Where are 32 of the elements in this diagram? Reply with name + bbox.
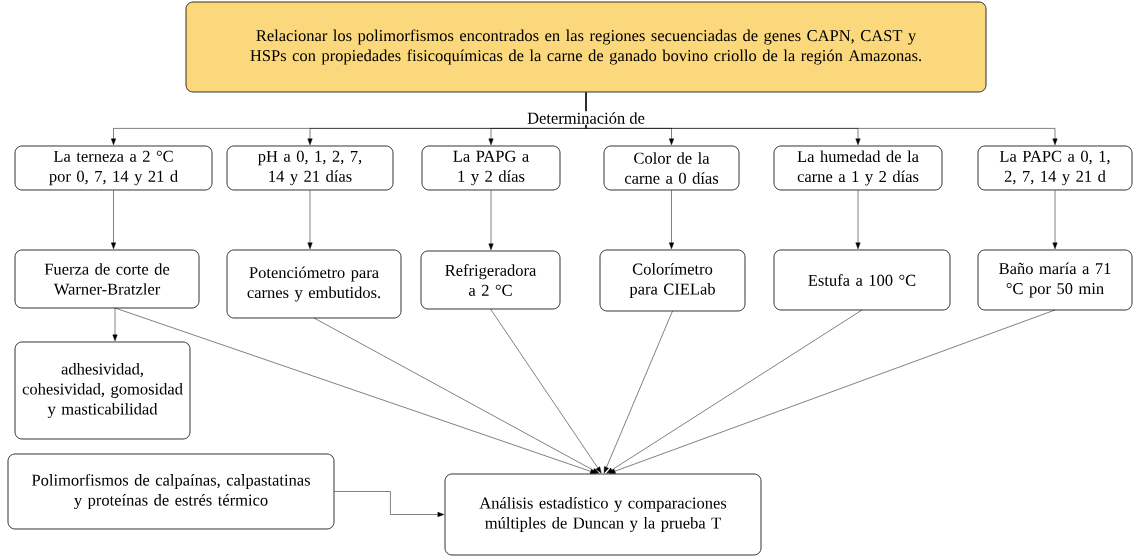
method-box: Colorímetro para CIELab: [599, 249, 746, 312]
arrow: [313, 317, 600, 474]
arrow: [608, 309, 1056, 474]
arrow: [114, 307, 597, 474]
arrow: [855, 190, 861, 250]
parameter-box: La terneza a 2 °C por 0, 7, 14 y 21 d: [14, 145, 213, 191]
parameter-box: La PAPC a 0, 1, 2, 7, 14 y 21 d: [977, 145, 1133, 191]
input-box: Polimorfismos de calpaínas, calpastatinas y proteínas de estrés térmico: [7, 453, 335, 530]
arrow: [490, 308, 602, 474]
arrow: [585, 92, 1058, 146]
parameter-box: Color de la carne a 0 días: [603, 145, 740, 191]
arrow: [1052, 190, 1058, 250]
method-box: Potenciómetro para carnes y embutidos.: [226, 249, 402, 319]
arrow: [334, 491, 445, 517]
parameter-box: La PAPG a 1 y 2 días: [421, 145, 561, 191]
arrow: [111, 190, 116, 250]
objective-box: Relacionar los polimorfismos encontrados en las regiones secuenciadas de genes CAPN, CAST y HSPs con propiedades fisicoquímicas de la carne de ganado bovino criollo de la región Amazonas.: [185, 1, 987, 93]
result-box: adhesividad, cohesividad, gomosidad y masticabilidad: [14, 341, 191, 440]
method-box: Fuerza de corte de Warner-Bratzler: [14, 249, 200, 309]
annotation-text: Determinación de: [526, 111, 646, 125]
parameter-box: La humedad de la carne a 1 y 2 días: [773, 145, 943, 191]
method-box: Estufa a 100 °C: [773, 249, 951, 311]
arrow: [669, 190, 674, 250]
arrow: [606, 309, 863, 474]
method-box: Refrigeradora a 2 °C: [420, 250, 561, 310]
arrow: [112, 308, 118, 342]
arrow: [307, 190, 313, 250]
arrow: [488, 190, 494, 251]
method-box: Baño maría a 71 °C por 50 min: [977, 249, 1133, 311]
analysis-box: Análisis estadístico y comparaciones múltiples de Duncan y la prueba T: [444, 473, 762, 556]
arrow: [603, 310, 673, 474]
parameter-box: pH a 0, 1, 2, 7, 14 y 21 días: [226, 145, 394, 191]
